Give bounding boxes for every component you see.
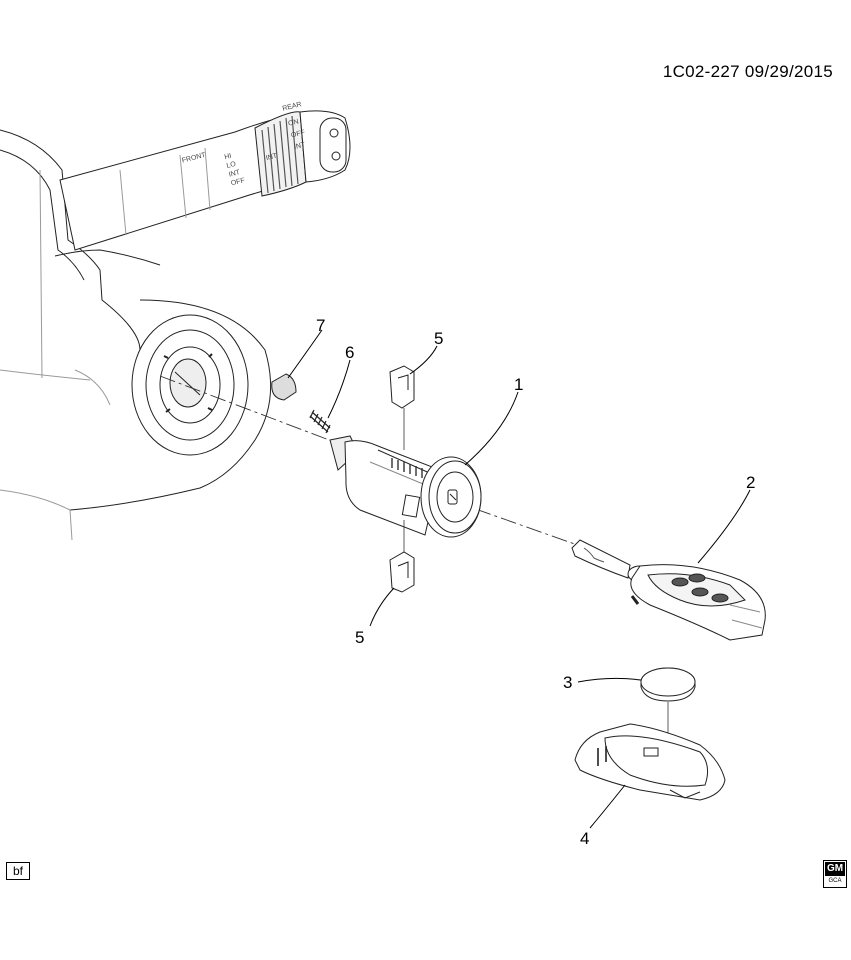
end-label-int: INT (293, 141, 306, 151)
gm-logo-main: GM (825, 862, 845, 876)
stalk-label-lo: LO (226, 161, 237, 170)
callout-5-upper: 5 (434, 329, 443, 348)
stalk-label-hi: HI (224, 153, 233, 161)
callout-4: 4 (580, 829, 589, 848)
stalk-label-off: OFF (230, 177, 245, 187)
callout-6: 6 (345, 343, 354, 362)
end-label-on: ON (288, 118, 300, 127)
footer-badge: bf (6, 862, 30, 880)
part-6-spring (309, 409, 331, 434)
part-4-housing (574, 723, 726, 801)
callout-7: 7 (316, 316, 325, 335)
wiper-stalk (59, 117, 286, 251)
knob-label-int: INT (265, 152, 278, 162)
callout-1: 1 (514, 375, 523, 394)
ignition-bezel (131, 314, 249, 456)
part-5-retainer-lower (389, 551, 415, 593)
part-1-lock-cylinder (329, 435, 482, 538)
column-shroud (0, 129, 141, 351)
end-label-rear: REAR (282, 101, 303, 112)
callout-5-lower: 5 (355, 628, 364, 647)
diagram-id: 1C02-227 09/29/2015 (662, 62, 833, 81)
part-3-battery (640, 667, 696, 702)
part-7-cap (271, 373, 297, 401)
gm-logo-sub: GCA (828, 878, 842, 884)
gm-logo: GM GCA (823, 860, 847, 888)
part-2-key-fob (571, 539, 766, 641)
stalk-label-int: INT (228, 169, 241, 179)
end-label-off: OFF (290, 129, 305, 139)
callout-2: 2 (746, 473, 755, 492)
part-5-retainer-upper (389, 365, 415, 409)
callout-3: 3 (563, 673, 572, 692)
